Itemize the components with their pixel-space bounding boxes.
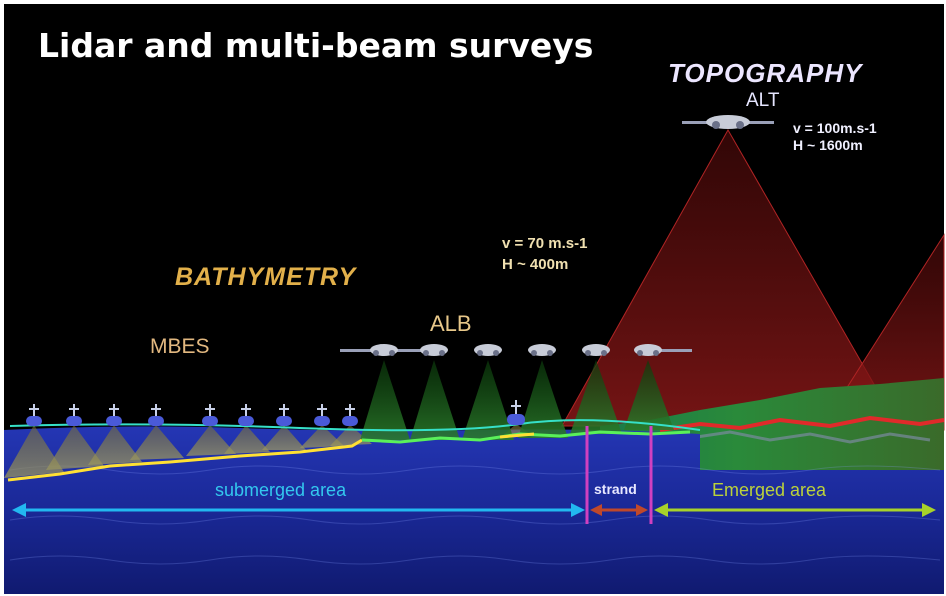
coastline-red-line <box>659 415 945 432</box>
survey-ships <box>26 400 525 426</box>
ship-icon <box>507 400 525 425</box>
land-relief-line <box>689 430 931 444</box>
submerged-area-label: submerged area <box>215 480 347 500</box>
ship-icon <box>342 404 358 426</box>
slide-title: Lidar and multi-beam surveys <box>38 26 594 65</box>
alb-aircraft <box>340 344 692 356</box>
alt-height-label: H ~ 1600m <box>793 137 863 153</box>
bathymetry-heading: BATHYMETRY <box>175 263 357 291</box>
alb-system-label: ALB <box>430 311 472 336</box>
water-surface-line <box>9 419 701 432</box>
topography-heading: TOPOGRAPHY <box>668 58 863 88</box>
ship-icon <box>66 404 82 426</box>
ship-icon <box>106 404 122 426</box>
alb-height-label: H ~ 400m <box>502 256 569 273</box>
alt-velocity-label: v = 100m.s-1 <box>793 120 877 136</box>
strand-label: strand <box>594 481 637 497</box>
ship-icon <box>276 404 292 426</box>
ship-icon <box>202 404 218 426</box>
emerged-area-arrow <box>654 503 936 517</box>
mbes-sonar-cones <box>4 424 534 478</box>
plane-icon <box>420 344 448 356</box>
emerged-area-label: Emerged area <box>712 480 827 500</box>
mbes-seafloor-profile <box>7 438 363 482</box>
ship-icon <box>148 404 164 426</box>
plane-icon <box>340 344 428 356</box>
alb-laser-cones <box>360 360 674 440</box>
alt-system-label: ALT <box>746 90 780 111</box>
plane-icon <box>528 344 556 356</box>
ship-icon <box>314 404 330 426</box>
ship-icon <box>26 404 42 426</box>
ship-icon <box>238 404 254 426</box>
mbes-system-label: MBES <box>150 335 210 358</box>
mbes-seafloor-profile-near-shore <box>499 432 535 439</box>
submerged-area-arrow <box>12 503 585 517</box>
alt-aircraft-icon <box>682 115 774 129</box>
wave-texture <box>9 465 941 565</box>
strand-arrow <box>590 504 648 516</box>
plane-icon <box>634 344 692 356</box>
plane-icon <box>582 344 610 356</box>
plane-icon <box>474 344 502 356</box>
alb-velocity-label: v = 70 m.s-1 <box>502 235 588 252</box>
